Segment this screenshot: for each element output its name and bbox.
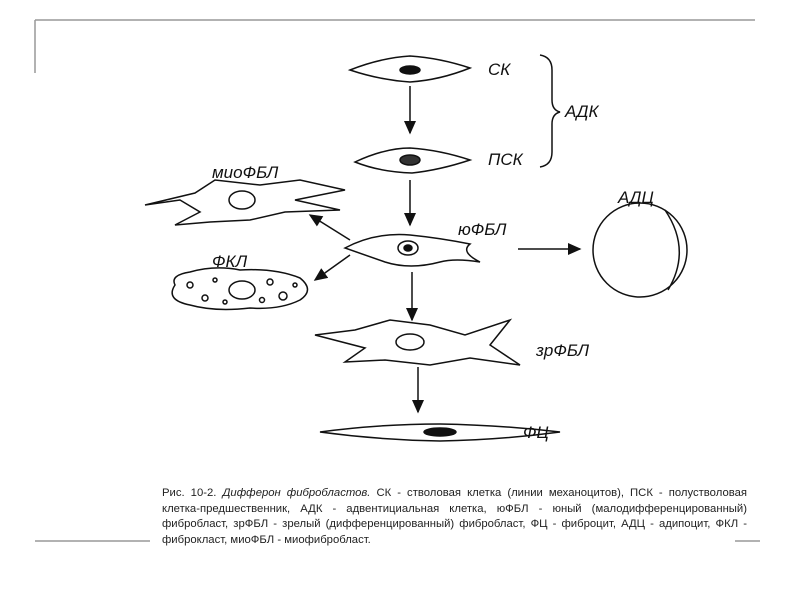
caption-prefix: Рис. 10-2. — [162, 487, 223, 499]
label-fc: ФЦ — [523, 423, 549, 442]
label-yufbl: юФБЛ — [458, 220, 507, 239]
cell-fkl — [171, 267, 309, 311]
cell-psk — [353, 147, 473, 174]
slide-frame-lines — [34, 19, 760, 542]
caption-title: Дифферон фибробластов. — [222, 487, 371, 499]
label-adc: АДЦ — [617, 188, 654, 207]
arrows — [308, 86, 582, 414]
label-zrfbl: зрФБЛ — [535, 341, 589, 360]
label-adk: АДК — [564, 102, 599, 121]
cell-adc — [592, 202, 688, 298]
figure-caption: Рис. 10-2. Дифферон фибробластов. СК - с… — [162, 486, 747, 548]
cell-miofbl — [144, 179, 346, 226]
brace — [539, 54, 561, 168]
label-fkl: ФКЛ — [212, 252, 248, 271]
label-psk: ПСК — [488, 150, 524, 169]
cell-zrfbl — [314, 318, 521, 366]
cell-yufbl — [343, 233, 481, 267]
fkl-vacuoles — [186, 277, 298, 305]
cell-sk — [347, 55, 473, 83]
label-miofbl: миоФБЛ — [212, 163, 279, 182]
label-sk: СК — [488, 60, 511, 79]
caption-body: СК - стволовая клетка (линии механоцитов… — [162, 487, 747, 546]
cell-fc — [319, 423, 561, 442]
